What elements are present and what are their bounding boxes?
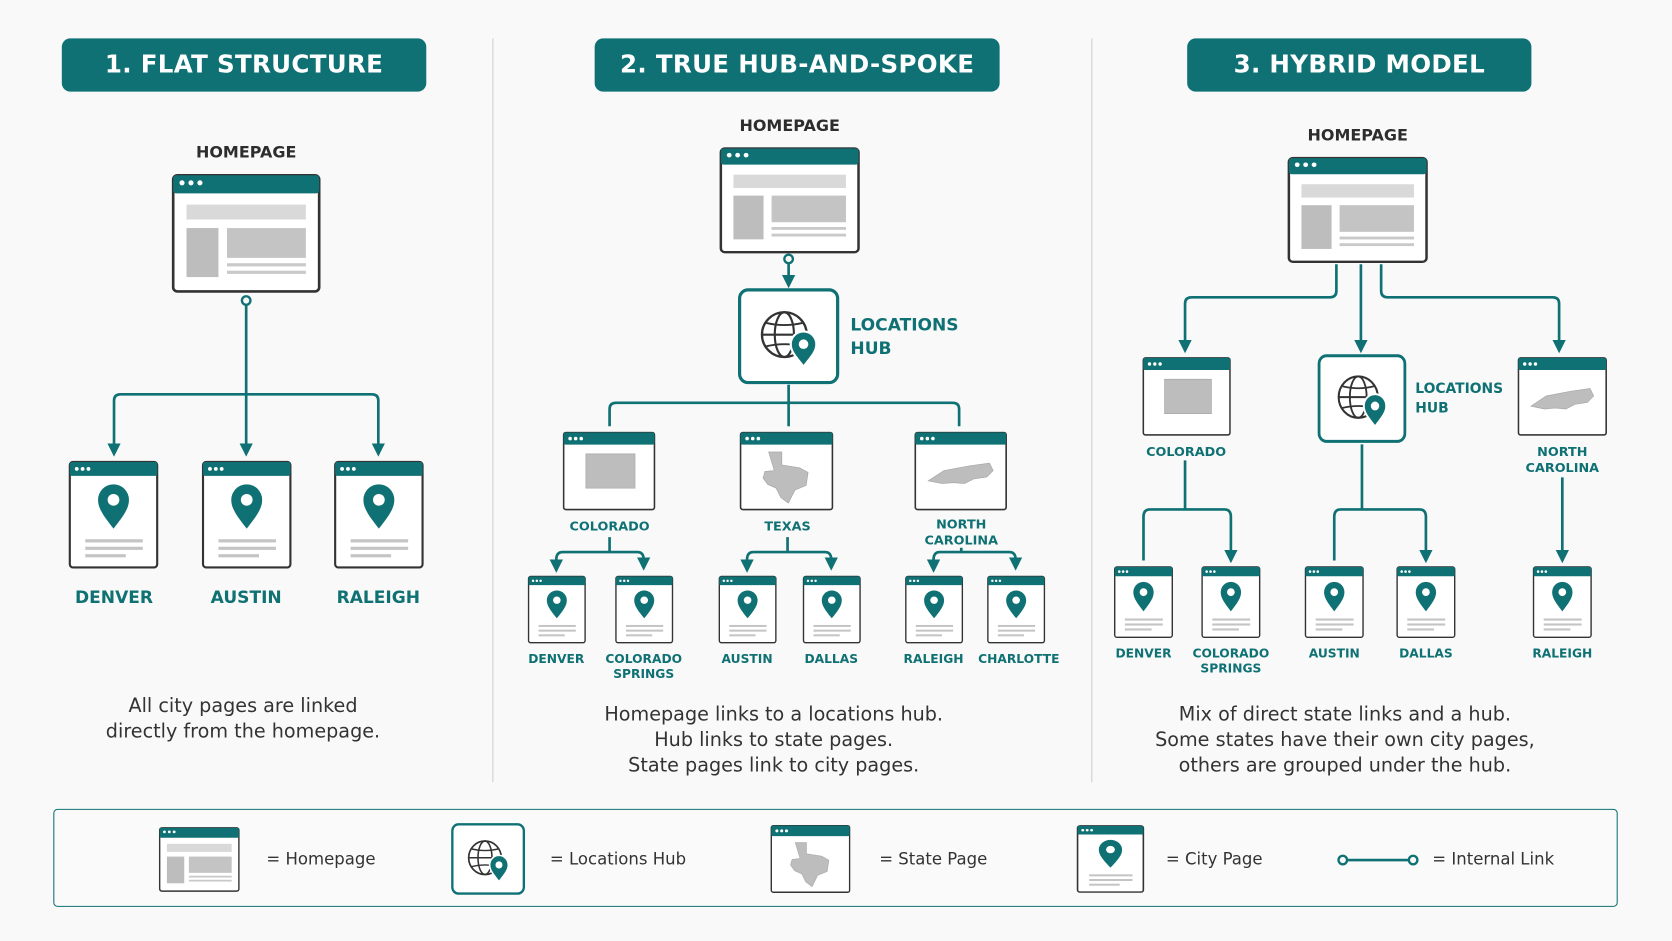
state-label: COLORADO xyxy=(1146,444,1227,460)
homepage-label: HOMEPAGE xyxy=(195,142,297,162)
state-page-north-carolina-icon xyxy=(914,431,1007,511)
homepage-label: HOMEPAGE xyxy=(739,116,840,136)
section-title: 1. FLAT STRUCTURE xyxy=(61,38,427,92)
homepage-label: HOMEPAGE xyxy=(1307,125,1408,145)
state-label: NORTH CAROLINA xyxy=(1525,444,1600,476)
hub-label: LOCATIONS HUB xyxy=(850,314,959,358)
city-page-icon xyxy=(718,575,777,644)
locations-hub-icon xyxy=(1317,354,1407,444)
city-page-icon xyxy=(201,460,292,569)
city-page-icon xyxy=(1201,566,1261,638)
city-label: DALLAS xyxy=(804,651,859,667)
city-page-icon xyxy=(1396,566,1456,638)
section-divider xyxy=(492,38,494,783)
internal-link-icon xyxy=(1337,854,1419,866)
city-label: AUSTIN xyxy=(210,587,282,608)
legend-link-label: = Internal Link xyxy=(1432,849,1555,869)
city-page-icon xyxy=(334,460,425,569)
legend-hub-icon xyxy=(451,823,526,895)
city-label: DENVER xyxy=(1115,645,1172,661)
legend-homepage-label: = Homepage xyxy=(266,849,376,869)
state-label: TEXAS xyxy=(764,518,811,534)
homepage-window-icon xyxy=(719,147,860,254)
city-label: DALLAS xyxy=(1399,645,1453,661)
city-label: RALEIGH xyxy=(336,587,421,608)
legend-city-icon xyxy=(1076,825,1145,893)
city-label: DENVER xyxy=(75,587,154,608)
city-page-icon xyxy=(905,575,964,644)
state-label: COLORADO xyxy=(569,518,650,534)
state-label: NORTH CAROLINA xyxy=(924,516,999,548)
legend-homepage-icon xyxy=(158,827,240,892)
legend-state-icon xyxy=(770,824,851,893)
city-label: COLORADO SPRINGS xyxy=(1192,645,1270,677)
section-description: Homepage links to a locations hub. Hub l… xyxy=(604,703,944,777)
city-label: AUSTIN xyxy=(1308,645,1360,661)
city-page-icon xyxy=(68,460,159,569)
homepage-window-icon xyxy=(171,173,321,293)
locations-hub-icon xyxy=(737,288,840,385)
city-label: RALEIGH xyxy=(903,651,964,667)
city-label: DENVER xyxy=(528,651,585,667)
legend-city-label: = City Page xyxy=(1165,849,1263,869)
city-label: COLORADO SPRINGS xyxy=(605,651,683,682)
city-page-icon xyxy=(527,575,587,644)
homepage-window-icon xyxy=(1287,156,1428,264)
city-page-icon xyxy=(1304,566,1364,638)
state-page-texas-icon xyxy=(739,431,834,511)
section-title: 2. TRUE HUB-AND-SPOKE xyxy=(594,38,1000,92)
section-divider xyxy=(1091,38,1093,783)
city-page-icon xyxy=(615,575,674,644)
hub-label: LOCATIONS HUB xyxy=(1415,381,1504,417)
legend-hub-label: = Locations Hub xyxy=(549,849,687,869)
state-page-colorado-icon xyxy=(562,431,656,511)
city-page-icon xyxy=(1532,566,1592,638)
city-page-icon xyxy=(802,575,861,644)
city-label: AUSTIN xyxy=(721,651,773,667)
section-title: 3. HYBRID MODEL xyxy=(1187,38,1532,92)
section-description: All city pages are linked directly from … xyxy=(105,694,381,743)
city-page-icon xyxy=(987,575,1046,644)
section-description: Mix of direct state links and a hub. Som… xyxy=(1155,703,1535,777)
city-page-icon xyxy=(1114,566,1174,638)
city-label: CHARLOTTE xyxy=(978,651,1060,667)
state-page-north-carolina-icon xyxy=(1517,357,1608,436)
legend-state-label: = State Page xyxy=(879,849,988,869)
state-page-colorado-icon xyxy=(1142,357,1231,436)
city-label: RALEIGH xyxy=(1532,645,1593,661)
